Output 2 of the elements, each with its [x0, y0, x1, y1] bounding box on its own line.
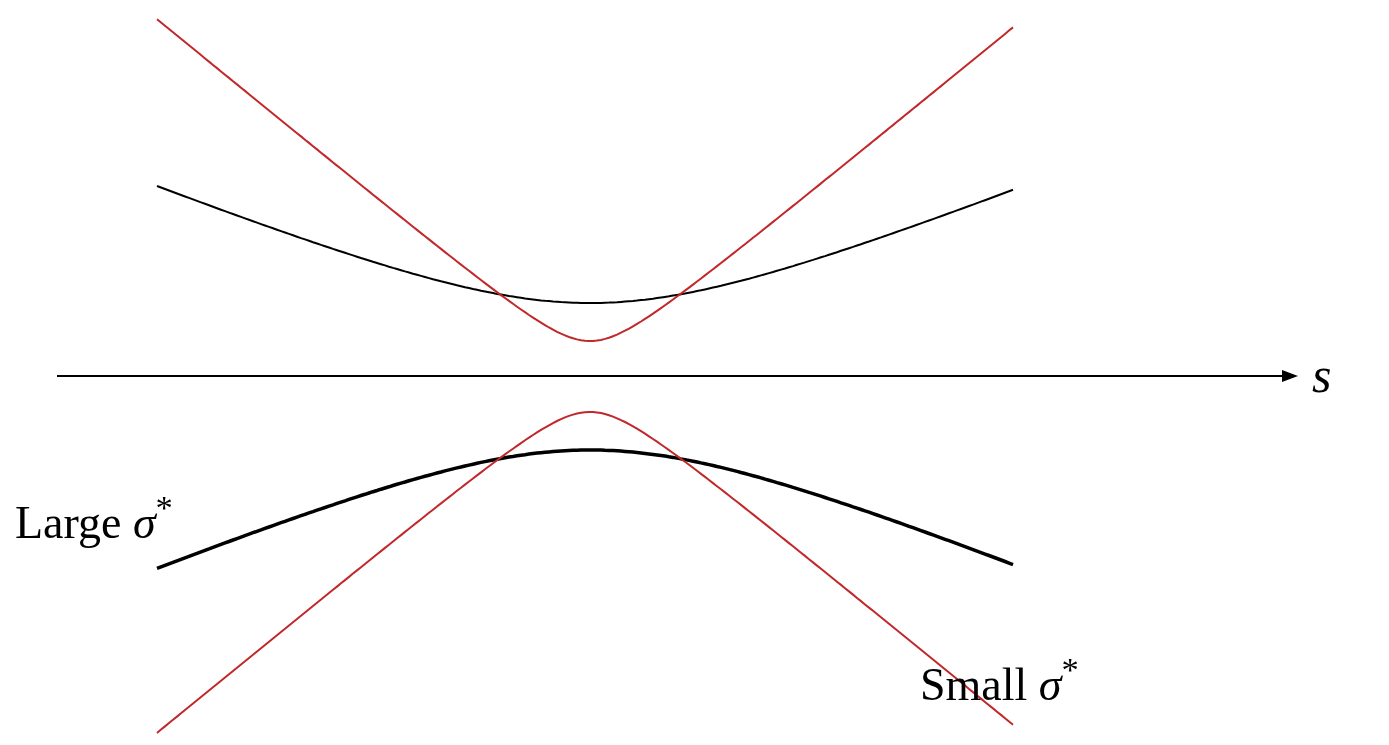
axis-label: s: [1312, 350, 1332, 400]
annotation-label: Large σ$^{*}$: [15, 490, 173, 546]
